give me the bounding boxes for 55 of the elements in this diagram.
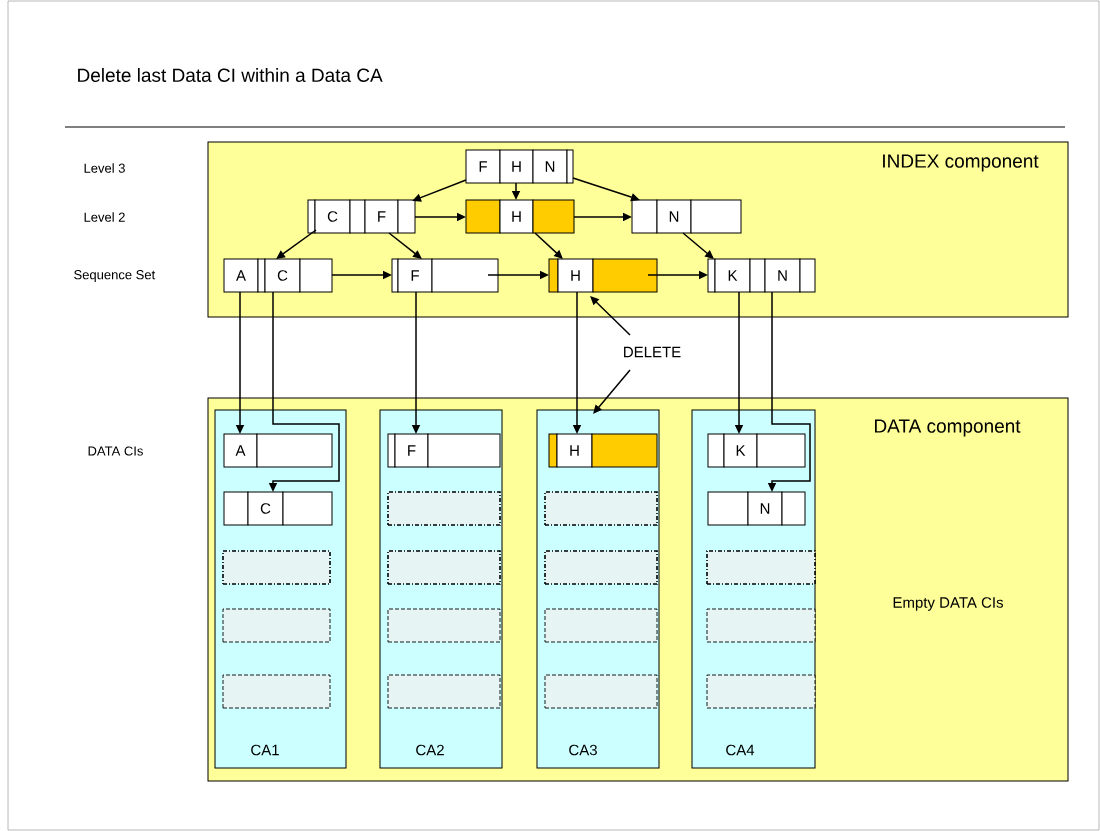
- empty-ci-box: [387, 674, 501, 709]
- level-label: Sequence Set: [74, 270, 156, 282]
- record-box: F: [391, 258, 499, 293]
- node-label: H: [570, 445, 579, 456]
- record-box: K N: [707, 258, 816, 293]
- arrow: [276, 229, 317, 259]
- empty-ci-box: [222, 674, 331, 709]
- record-box: K: [707, 433, 806, 468]
- record-box: N: [631, 199, 742, 234]
- record-box: F H N: [465, 149, 574, 184]
- row-label: DATA CIs: [88, 446, 143, 456]
- title: Delete last Data CI within a Data CA: [78, 68, 383, 82]
- node-label: F: [378, 211, 386, 222]
- arrow: [682, 232, 714, 259]
- empty-ci-box: [387, 550, 501, 585]
- arrow: [593, 369, 631, 414]
- node-label: N: [669, 211, 679, 222]
- empty-ci-box: [706, 550, 816, 585]
- node-label: C: [260, 503, 271, 514]
- empty-ci-box: [544, 491, 658, 526]
- level-label: Level 2: [84, 212, 125, 222]
- node-label: N: [545, 161, 555, 172]
- node-label: F: [408, 445, 416, 456]
- empty-ci-box: [387, 608, 501, 643]
- level-label: Level 3: [84, 163, 125, 173]
- node-label: N: [778, 270, 787, 281]
- node-label: H: [512, 211, 521, 222]
- arrow: [590, 296, 631, 336]
- empty-ci-box: [387, 491, 501, 526]
- arrow: [388, 232, 422, 259]
- record-box: H: [548, 258, 658, 293]
- empty-ci-box: [544, 674, 658, 709]
- delete-label: DELETE: [624, 346, 681, 358]
- node-label: H: [571, 270, 580, 281]
- record-box: N: [707, 491, 806, 526]
- node-label: N: [760, 503, 770, 514]
- empty-ci-box: [222, 608, 331, 643]
- node-label: A: [236, 270, 246, 281]
- record-box: H: [465, 199, 575, 234]
- arrow: [534, 232, 563, 259]
- empty-ci-box: [706, 674, 816, 709]
- node-label: K: [736, 445, 746, 456]
- record-box: C: [223, 491, 333, 526]
- record-box: F: [387, 433, 501, 468]
- empty-ci-box: [706, 608, 816, 643]
- empty-ci-box: [544, 608, 658, 643]
- record-box: C F: [307, 199, 416, 234]
- empty-ci-box: [544, 550, 658, 585]
- empty-ci-box: [222, 550, 331, 585]
- record-box: H: [548, 433, 658, 468]
- node-label: H: [512, 161, 521, 172]
- record-box: A C: [223, 258, 333, 293]
- record-box: A: [223, 433, 333, 468]
- node-label: F: [411, 270, 419, 281]
- node-label: A: [235, 445, 246, 456]
